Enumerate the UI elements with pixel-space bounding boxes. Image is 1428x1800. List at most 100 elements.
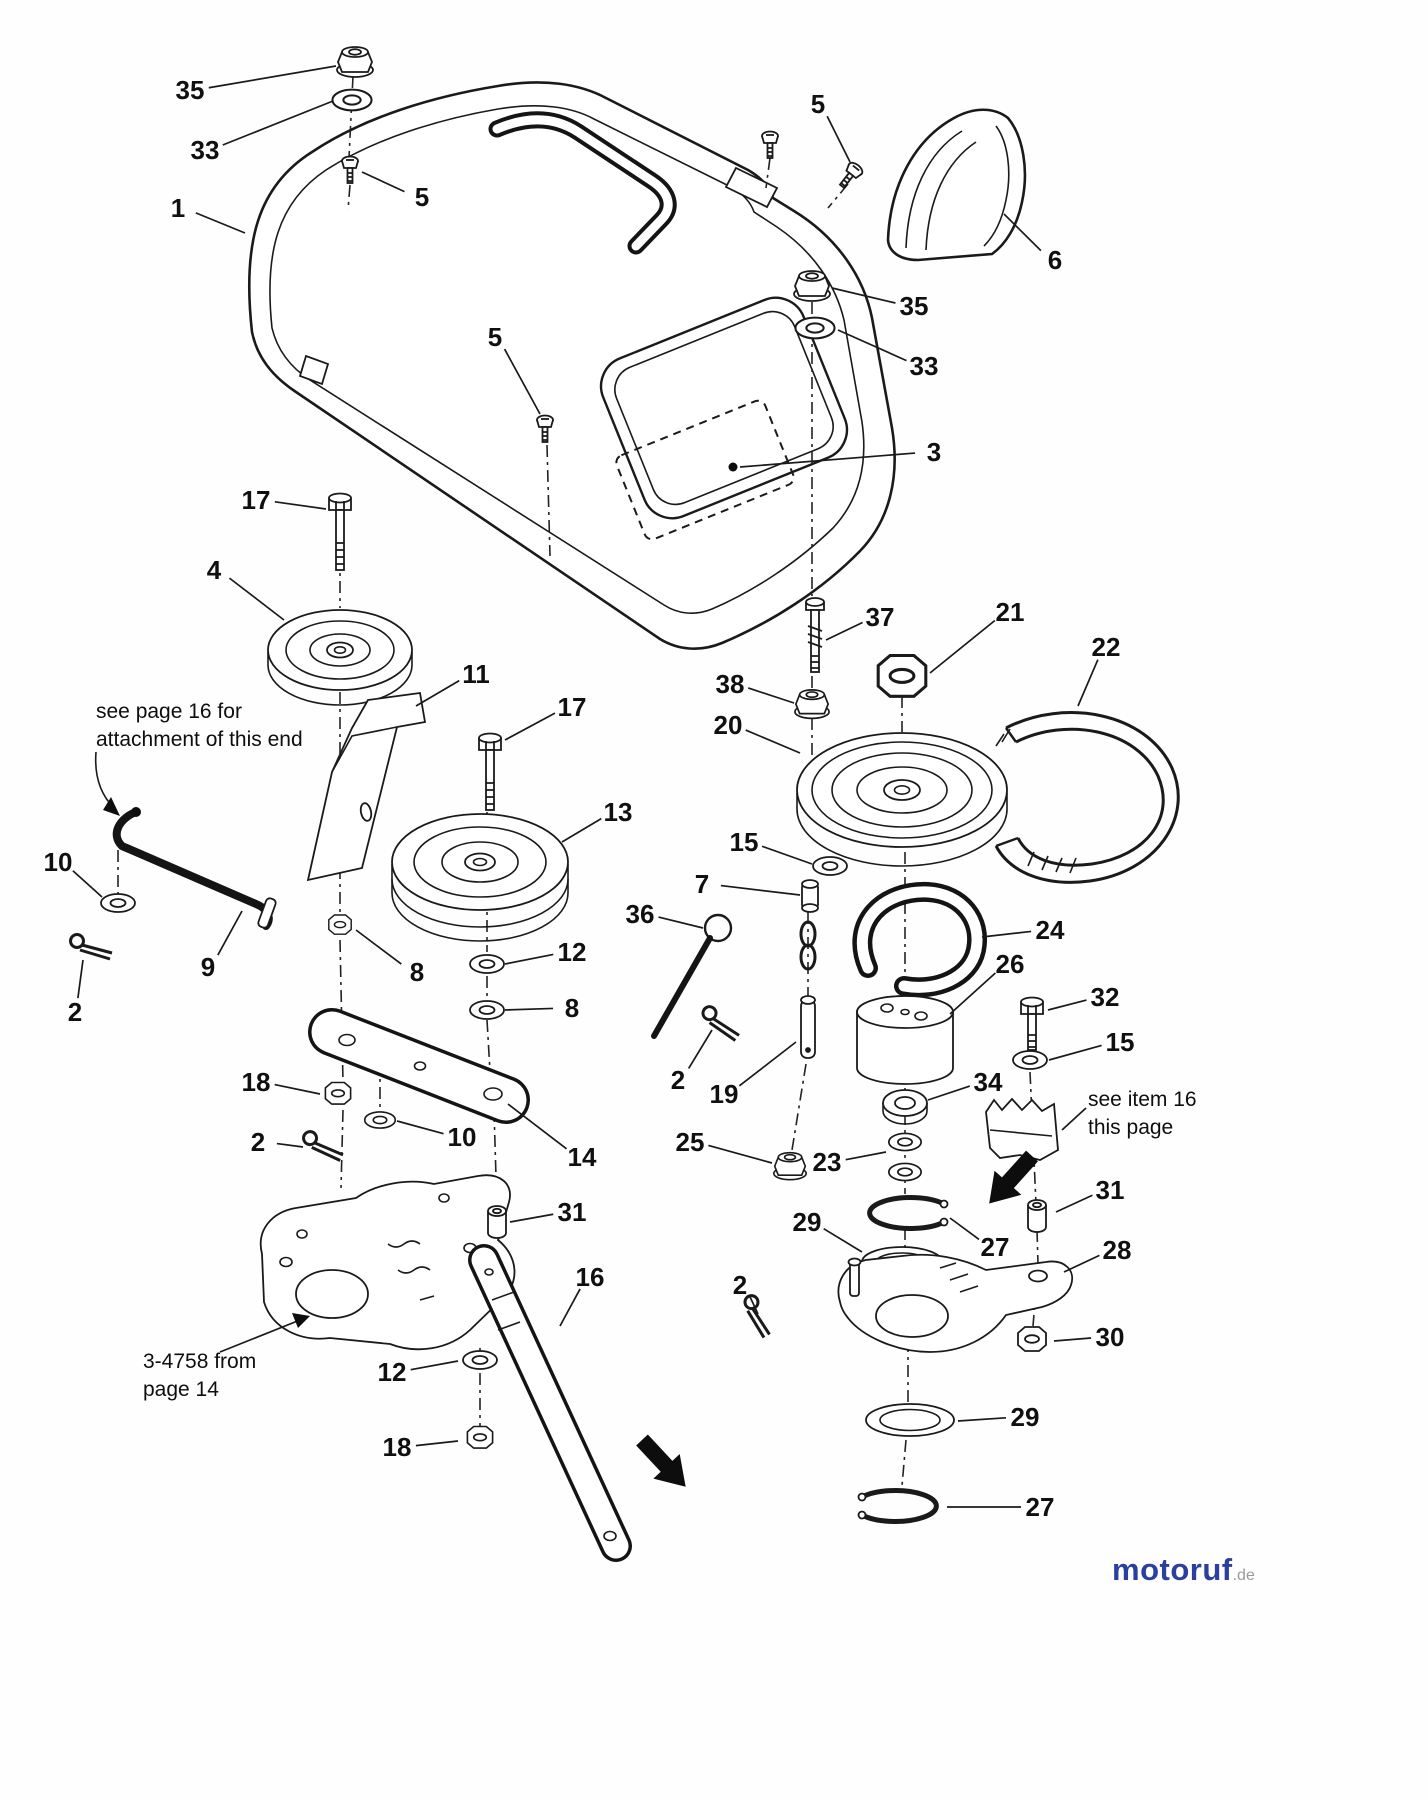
clevis-pin-19 [800,995,816,1059]
hardware [69,46,1048,1522]
leader-line-7 [720,884,801,896]
leader-line-2 [687,1029,713,1069]
leader-line-18 [274,1083,321,1095]
callout-20: 20 [714,710,743,740]
assembly-direction-arrow-right [989,1150,1038,1204]
callout-14: 14 [568,1142,597,1172]
callout-9: 9 [201,952,215,982]
leader-line-18 [415,1440,459,1447]
washer-15a [812,856,848,876]
callout-29: 29 [1011,1402,1040,1432]
washer-12a [469,954,505,974]
callout-10: 10 [44,847,73,877]
leader-line-36 [658,916,704,929]
hex-nut-21 [876,653,928,698]
callout-10: 10 [448,1122,477,1152]
idler-pulley-13 [391,813,569,942]
flange-nut-35a [336,46,374,78]
leader-line-32 [1047,999,1087,1011]
callout-leader-lines [72,65,1102,1508]
callout-32: 32 [1091,982,1120,1012]
bushing-31b [1027,1199,1047,1233]
snap-ring-27a [870,1198,948,1229]
leader-line-15 [1048,1044,1102,1061]
watermark-suffix: .de [1232,1567,1255,1584]
assembly-direction-arrow-bottom [636,1434,686,1487]
washer-15b [1012,1050,1048,1070]
callout-27: 27 [1026,1492,1055,1522]
leader-line-34 [927,1085,971,1101]
callout-23: 23 [813,1147,842,1177]
callout-8: 8 [565,993,579,1023]
callout-5: 5 [488,322,502,352]
callout-2: 2 [68,997,82,1027]
callout-2: 2 [733,1270,747,1300]
callout-24: 24 [1036,915,1065,945]
washer-33a [331,88,373,112]
callout-13: 13 [604,797,633,827]
callout-33: 33 [191,135,220,165]
callout-37: 37 [866,602,895,632]
callout-31: 31 [558,1197,587,1227]
note-3-4758-from-page-14: 3-4758 from page 14 [143,1350,257,1401]
leader-line-29 [957,1416,1007,1422]
callout-36: 36 [626,899,655,929]
cotter-pin-2a [69,933,114,961]
leader-line-17 [504,712,556,741]
callout-17: 17 [558,692,587,722]
callout-19: 19 [710,1079,739,1109]
note-leaders [94,751,1087,1353]
leader-line-15 [761,845,813,865]
leader-line-23 [845,1151,887,1161]
leader-line-27 [949,1217,980,1241]
note-arrowhead-2 [292,1313,310,1328]
callout-33: 33 [910,351,939,381]
callout-15: 15 [730,827,759,857]
leader-line-5 [361,171,405,193]
leader-line-24 [981,930,1032,938]
callout-11: 11 [462,659,490,689]
baffle-hidden-outline [615,399,795,541]
leader-line-6 [1003,213,1042,252]
discharge-chute [886,108,1027,262]
torn-plate-item-16 [985,1097,1059,1161]
leader-line-11 [415,679,460,707]
callout-26: 26 [996,949,1025,979]
callout-34: 34 [974,1067,1003,1097]
washer-12b [462,1350,498,1370]
note-see-page-16: see page 16 for attachment of this end [96,700,303,751]
bolt-17b [478,732,502,811]
nut-18a [324,1081,352,1105]
cotter-pin-2c [696,1003,747,1043]
mower-deck-shell [247,81,896,650]
leader-line-13 [561,817,602,843]
callout-21: 21 [996,597,1025,627]
leader-line-28 [1063,1254,1100,1273]
support-plate-14 [308,1008,530,1124]
idler-pulley-4 [267,609,413,706]
flange-nut-35b [793,270,831,302]
ring-pin-36 [651,913,733,1039]
leader-line-2 [77,959,84,999]
leader-line-22 [1077,659,1099,707]
leader-line-33 [837,329,907,362]
callout-38: 38 [716,669,745,699]
bolt-17a [328,492,352,571]
leader-line-29 [823,1227,863,1253]
note-arrowhead-1 [103,797,120,816]
note-see-item-16: see item 16 this page [1088,1088,1197,1139]
spindle-pulley-20 [796,732,1008,867]
callout-35: 35 [176,75,205,105]
leader-line-10 [396,1120,444,1135]
leader-line-2 [749,1296,759,1315]
callout-12: 12 [558,937,587,967]
spacer-7 [801,879,819,913]
leader-line-17 [274,500,327,510]
callout-8: 8 [410,957,424,987]
leader-line-9 [217,910,243,956]
callout-7: 7 [695,869,709,899]
washer-10b [363,1111,397,1129]
shoulder-bolt-37 [805,597,825,673]
leader-line-37 [825,621,863,641]
